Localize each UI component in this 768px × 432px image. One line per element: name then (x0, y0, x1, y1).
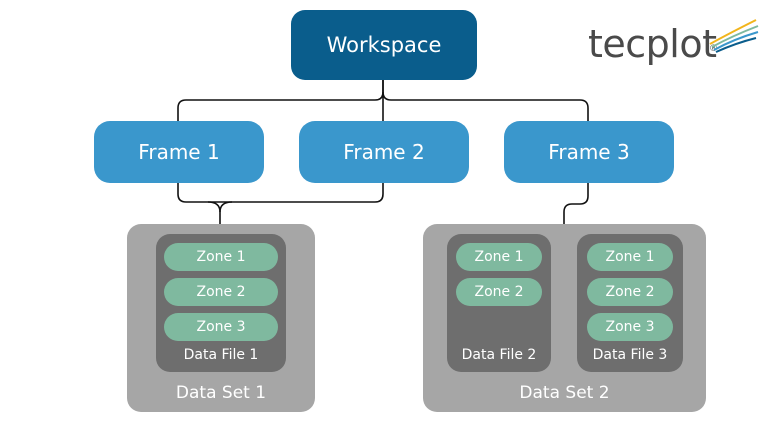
connector-workspace-to-frames (177, 80, 384, 121)
zone-label: Zone 3 (196, 319, 246, 335)
workspace-label: Workspace (326, 33, 442, 57)
zone-label: Zone 1 (196, 249, 246, 265)
zone-box: Zone 3 (587, 313, 673, 341)
zone-label: Zone 3 (605, 319, 655, 335)
connector-frame3-to-dataset2 (563, 183, 589, 224)
frame-1-label: Frame 1 (138, 140, 220, 164)
frame-2-label: Frame 2 (343, 140, 425, 164)
data-file-2: Zone 1 Zone 2 Data File 2 (447, 234, 551, 372)
zone-label: Zone 1 (474, 249, 524, 265)
zone-box: Zone 3 (164, 313, 278, 341)
data-file-3: Zone 1 Zone 2 Zone 3 Data File 3 (577, 234, 683, 372)
data-file-1-label: Data File 1 (183, 347, 259, 363)
data-set-2-label: Data Set 2 (519, 383, 610, 403)
zone-box: Zone 1 (164, 243, 278, 271)
zone-label: Zone 2 (196, 284, 246, 300)
zone-box: Zone 2 (587, 278, 673, 306)
workspace-node: Workspace (291, 10, 477, 80)
zone-box: Zone 1 (456, 243, 542, 271)
frame-3-node: Frame 3 (504, 121, 674, 183)
zone-box: Zone 2 (456, 278, 542, 306)
zone-label: Zone 2 (605, 284, 655, 300)
connector-frames-to-dataset1 (177, 183, 384, 203)
logo-trademark: ® (709, 44, 718, 54)
data-set-2: Zone 1 Zone 2 Data File 2 Zone 1 Zone 2 … (423, 224, 706, 412)
logo-text: tecplot (588, 22, 717, 66)
zone-box: Zone 2 (164, 278, 278, 306)
data-set-1-label: Data Set 1 (175, 383, 267, 403)
zone-box: Zone 1 (587, 243, 673, 271)
logo-swoosh-icon (709, 19, 759, 53)
zone-label: Zone 1 (605, 249, 655, 265)
data-set-1: Zone 1 Zone 2 Zone 3 Data File 1 Data Se… (127, 224, 315, 412)
data-file-1: Zone 1 Zone 2 Zone 3 Data File 1 (156, 234, 286, 372)
frame-3-label: Frame 3 (548, 140, 630, 164)
frame-1-node: Frame 1 (94, 121, 264, 183)
data-file-2-label: Data File 2 (461, 347, 537, 363)
zone-label: Zone 2 (474, 284, 524, 300)
data-file-3-label: Data File 3 (592, 347, 668, 363)
tecplot-logo: tecplot ® (588, 14, 760, 74)
frame-2-node: Frame 2 (299, 121, 469, 183)
